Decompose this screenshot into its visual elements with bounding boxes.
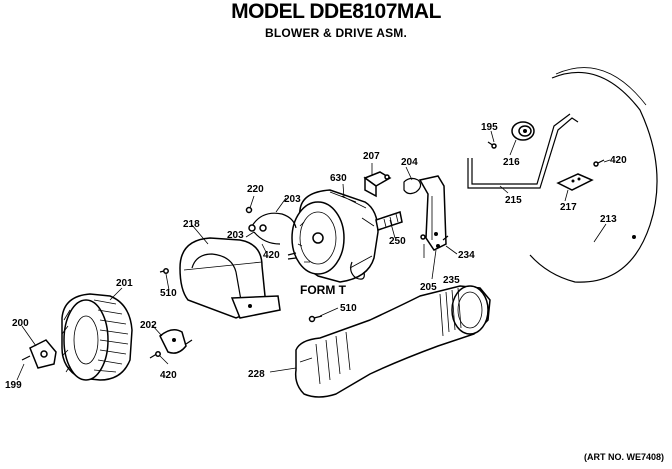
label-199: 199 — [5, 380, 22, 391]
label-203-lower: 203 — [227, 230, 244, 241]
label-203-upper: 203 — [284, 194, 301, 205]
label-228: 228 — [248, 369, 265, 380]
art-number: (ART NO. WE7408) — [583, 452, 664, 462]
label-510-duct: 510 — [340, 303, 357, 314]
part-drum-rear — [529, 67, 658, 283]
label-220: 220 — [247, 184, 264, 195]
part-bracket-217 — [556, 173, 594, 191]
label-195: 195 — [481, 122, 498, 133]
label-250: 250 — [389, 236, 406, 247]
label-420-right: 420 — [610, 155, 627, 166]
part-motor-mount-bracket — [403, 175, 447, 251]
part-blower-housing — [179, 237, 281, 319]
assembly-subtitle: BLOWER & DRIVE ASM. — [264, 26, 408, 40]
label-201: 201 — [116, 278, 133, 289]
part-idler-pulley — [511, 121, 535, 141]
label-213: 213 — [600, 214, 617, 225]
part-switch — [363, 171, 392, 198]
part-motor — [287, 189, 403, 283]
label-202: 202 — [140, 320, 157, 331]
leader-lines — [16, 130, 611, 381]
label-216: 216 — [503, 157, 520, 168]
label-200: 200 — [12, 318, 29, 329]
label-630: 630 — [330, 173, 347, 184]
label-204: 204 — [401, 157, 418, 168]
label-234: 234 — [458, 250, 475, 261]
label-510-left: 510 — [160, 288, 177, 299]
form-label: FORM T — [300, 283, 347, 297]
label-215: 215 — [505, 195, 522, 206]
part-blower-wheel — [61, 293, 133, 381]
part-screws — [149, 141, 605, 359]
label-207: 207 — [363, 151, 380, 162]
part-exhaust-duct — [294, 285, 491, 398]
label-235: 235 — [443, 275, 460, 286]
part-clamp — [159, 329, 193, 354]
part-wheel-bracket — [21, 339, 57, 369]
label-420-motor: 420 — [263, 250, 280, 261]
part-labels: 199 200 201 202 420 510 218 220 203 203 … — [5, 122, 627, 391]
label-420-lower: 420 — [160, 370, 177, 381]
label-217: 217 — [560, 202, 577, 213]
label-205: 205 — [420, 282, 437, 293]
label-218: 218 — [183, 219, 200, 230]
part-belt — [467, 113, 579, 189]
part-motor-strap — [248, 212, 297, 245]
model-title: MODEL DDE8107MAL — [231, 0, 441, 23]
